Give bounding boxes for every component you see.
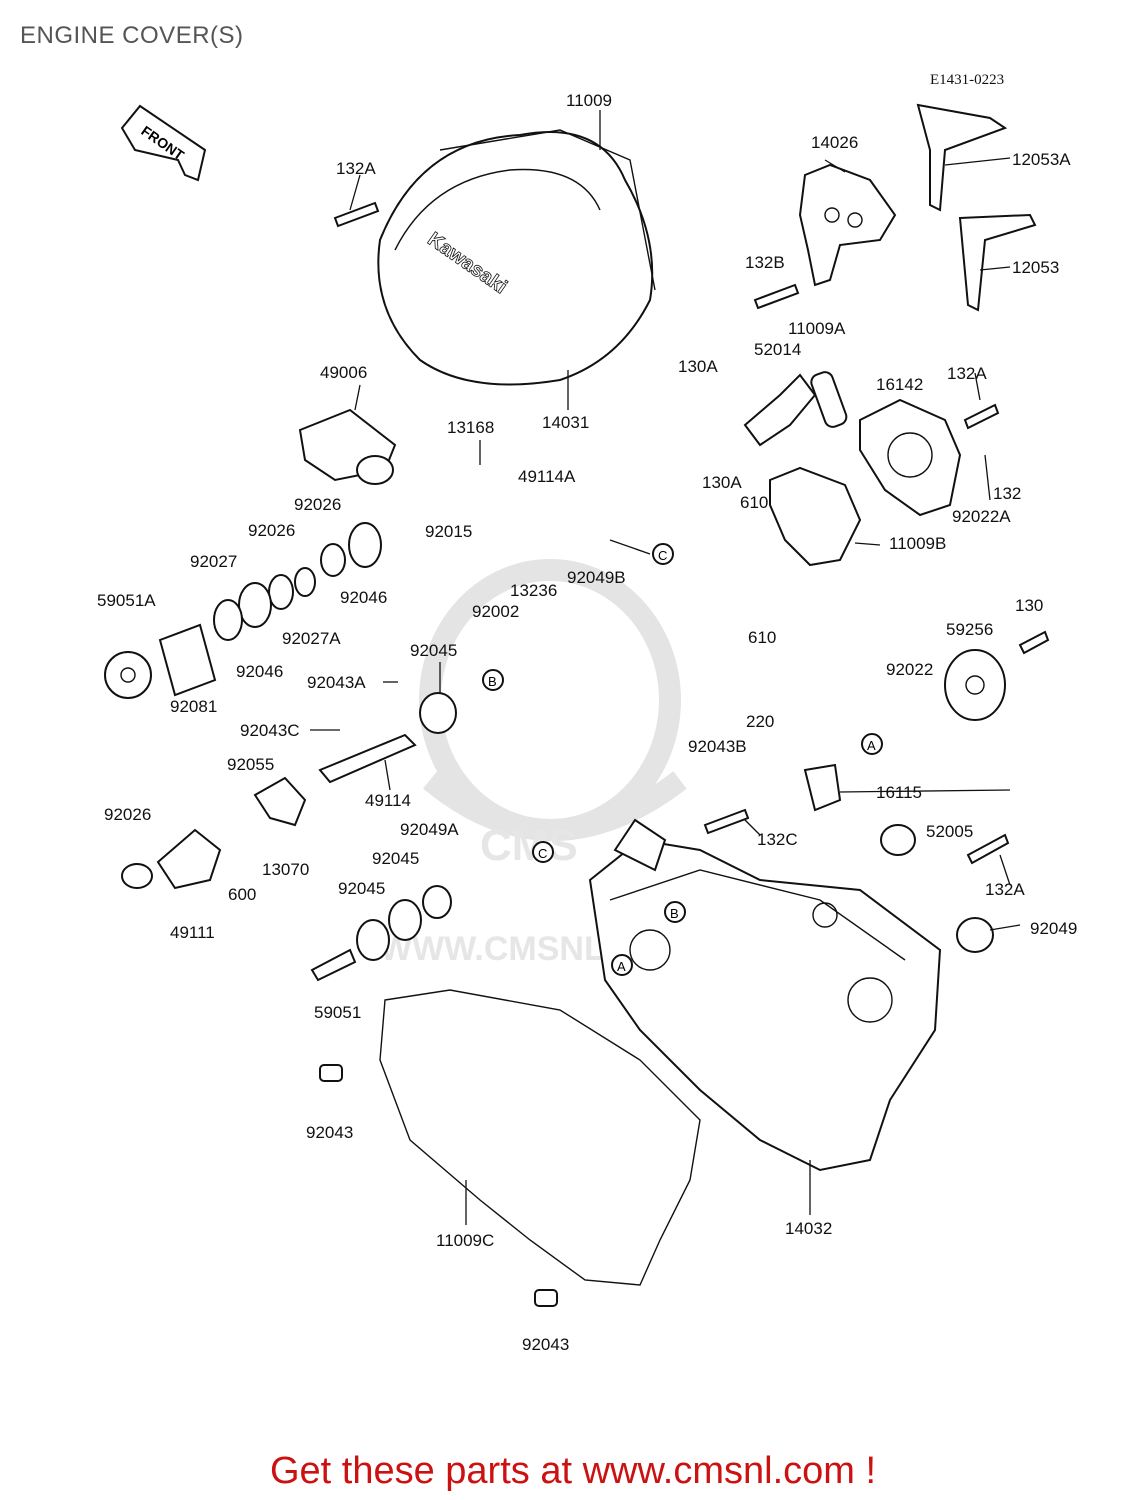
label-16115: 16115: [876, 783, 922, 802]
label-132b: 132B: [745, 253, 785, 272]
label-49006: 49006: [320, 363, 367, 382]
label-92015: 92015: [425, 522, 472, 541]
label-92049b: 92049B: [567, 568, 626, 587]
label-130a-b: 130A: [702, 473, 742, 492]
bolts: [333, 201, 1050, 865]
gasket-11009c: [379, 989, 701, 1286]
label-59051a: 59051A: [97, 591, 156, 610]
ref-marker-b: B: [488, 674, 497, 689]
label-130a-a: 130A: [678, 357, 718, 376]
label-49114: 49114: [365, 791, 411, 810]
label-52005: 52005: [926, 822, 973, 841]
watermark-logo-text: CMS: [480, 821, 578, 870]
label-92045-c: 92045: [338, 879, 385, 898]
label-49114a: 49114A: [518, 467, 576, 486]
label-92022a: 92022A: [952, 507, 1011, 526]
label-11009: 11009: [566, 91, 612, 110]
label-132: 132: [993, 484, 1021, 503]
ref-marker-c: C: [658, 548, 667, 563]
diagram-code: E1431-0223: [930, 72, 1005, 88]
label-92027: 92027: [190, 552, 237, 571]
footer-promo-link[interactable]: Get these parts at www.cmsnl.com !: [269, 1450, 877, 1492]
ref-marker-a-2: A: [617, 959, 626, 974]
label-14031: 14031: [542, 413, 589, 432]
impeller-59256: [944, 649, 1006, 721]
label-52014: 52014: [754, 340, 801, 359]
label-610-b: 610: [748, 628, 776, 647]
label-132a-b: 132A: [947, 364, 987, 383]
label-49111: 49111: [170, 923, 215, 942]
leader-lines: [310, 110, 1021, 1225]
label-14026: 14026: [811, 133, 858, 152]
label-610-a: 610: [740, 493, 768, 512]
reference-markers: B A C C B A: [482, 543, 883, 976]
label-220: 220: [746, 712, 774, 731]
label-92049a: 92049A: [400, 820, 459, 839]
water-pump-cover: [859, 398, 962, 517]
part-number-labels: 11009 132A 14031 49006 13168 49114A 9201…: [97, 91, 1077, 1354]
label-92002: 92002: [472, 602, 519, 621]
ref-marker-a: A: [867, 738, 876, 753]
label-11009b: 11009B: [889, 534, 946, 553]
page-title: ENGINE COVER(S): [20, 22, 244, 49]
label-92043a: 92043A: [307, 673, 366, 692]
label-132c: 132C: [757, 830, 798, 849]
label-92026-c: 92026: [104, 805, 151, 824]
gasket-11009a: [810, 371, 848, 428]
label-600: 600: [228, 885, 256, 904]
label-11009a: 11009A: [788, 319, 846, 338]
label-92045-b: 92045: [372, 849, 419, 868]
cover-bracket: [798, 163, 897, 287]
label-92043b: 92043B: [688, 737, 747, 756]
clutch-cover: Kawasaki: [377, 129, 656, 386]
label-132a-c: 132A: [985, 880, 1025, 899]
label-92081: 92081: [170, 697, 217, 716]
ref-marker-c-2: C: [538, 846, 547, 861]
label-59256: 59256: [946, 620, 993, 639]
gasket-11009b: [769, 466, 862, 567]
label-92046-a: 92046: [340, 588, 387, 607]
label-12053: 12053: [1012, 258, 1059, 277]
ref-marker-b-2: B: [670, 906, 679, 921]
label-13236: 13236: [510, 581, 557, 600]
label-92046-b: 92046: [236, 662, 283, 681]
label-11009c: 11009C: [436, 1231, 494, 1250]
front-direction-arrow: FRONT: [120, 104, 207, 182]
kickstarter-assembly: [104, 408, 558, 1307]
label-12053a: 12053A: [1012, 150, 1071, 169]
label-92026-a: 92026: [294, 495, 341, 514]
label-92043-b: 92043: [522, 1335, 569, 1354]
stay-12053: [958, 213, 1037, 312]
label-16142: 16142: [876, 375, 923, 394]
label-92049: 92049: [1030, 919, 1077, 938]
stay-12053a: [916, 103, 1008, 212]
water-pipe-52014: [743, 373, 817, 447]
label-92026-b: 92026: [248, 521, 295, 540]
label-130: 130: [1015, 596, 1043, 615]
label-132a: 132A: [336, 159, 376, 178]
label-13168: 13168: [447, 418, 494, 437]
label-92043-a: 92043: [306, 1123, 353, 1142]
label-92055: 92055: [227, 755, 274, 774]
label-59051: 59051: [314, 1003, 361, 1022]
label-92027a: 92027A: [282, 629, 341, 648]
label-92045-a: 92045: [410, 641, 457, 660]
label-92022: 92022: [886, 660, 933, 679]
label-13070: 13070: [262, 860, 309, 879]
label-14032: 14032: [785, 1219, 832, 1238]
label-92043c: 92043C: [240, 721, 300, 740]
